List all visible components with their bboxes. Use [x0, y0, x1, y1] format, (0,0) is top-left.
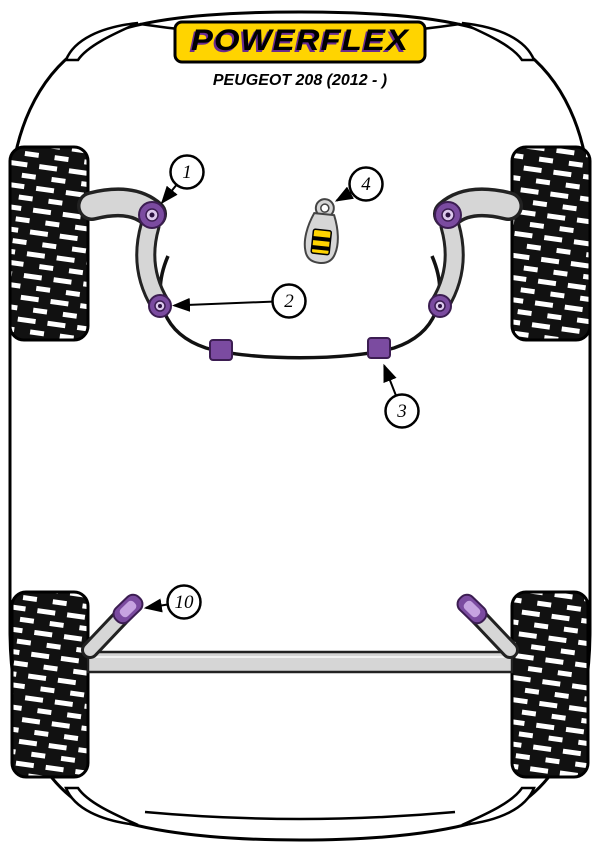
callout-1-number: 1: [182, 162, 192, 183]
callout-10-arrow: [143, 598, 168, 613]
callout-1-arrow: [160, 184, 178, 205]
logo-text: POWERFLEX: [191, 24, 410, 57]
callout-10[interactable]: 10: [143, 584, 202, 620]
callout-4[interactable]: 4: [334, 166, 384, 202]
callout-3-number: 3: [396, 401, 407, 422]
callout-1-circle[interactable]: [169, 154, 205, 190]
front-arm-front-bush-pin: [149, 212, 155, 218]
callout-2-circle[interactable]: [271, 283, 307, 319]
powerflex-logo: POWERFLEX POWERFLEX: [173, 20, 427, 64]
mount-insert: [310, 228, 333, 256]
rear-window-line: [144, 810, 456, 821]
rear-left-fender-line: [64, 786, 139, 827]
front-right-fender-line: [461, 21, 536, 62]
callout-4-number: 4: [361, 174, 371, 195]
arb-bush-right: [367, 337, 391, 359]
callout-10-number: 10: [175, 592, 195, 613]
callout-3-circle[interactable]: [384, 393, 420, 429]
callout-2[interactable]: 2: [172, 283, 307, 319]
front-left-fender-line: [64, 21, 139, 62]
callout-2-arrow: [172, 297, 273, 312]
callout-10-circle[interactable]: [166, 584, 202, 620]
logo-plate: [173, 20, 427, 64]
callout-2-number: 2: [284, 291, 294, 312]
mount-eye-hole: [320, 203, 330, 213]
callout-3[interactable]: 3: [383, 363, 420, 429]
front-control-arm-left: [77, 187, 172, 318]
car-body-outline: [8, 10, 592, 842]
mount-insert-stripe: [311, 244, 330, 251]
callout-4-circle[interactable]: [348, 166, 384, 202]
tire-front-right: [510, 145, 592, 342]
tire-rear-left: [10, 590, 90, 779]
rear-bush-highlight: [119, 600, 137, 618]
mount-insert-stripe: [312, 236, 331, 242]
arb-bush-left: [209, 339, 233, 361]
tire-front-left: [8, 145, 90, 342]
callout-4-arrow: [334, 186, 354, 202]
tire-rear-right: [510, 590, 590, 779]
rear-trailing-arm-left: [81, 593, 144, 659]
logo-text-shadow: POWERFLEX: [189, 26, 408, 59]
rear-right-fender-line: [461, 786, 536, 827]
callout-3-arrow: [383, 363, 397, 396]
front-arm-rear-bush-pin: [158, 304, 162, 308]
engine-mount-part: [303, 198, 339, 264]
model-title: PEUGEOT 208 (2012 - ): [213, 72, 387, 89]
callout-1[interactable]: 1: [160, 154, 205, 205]
rear-beam-axle: [86, 650, 514, 674]
